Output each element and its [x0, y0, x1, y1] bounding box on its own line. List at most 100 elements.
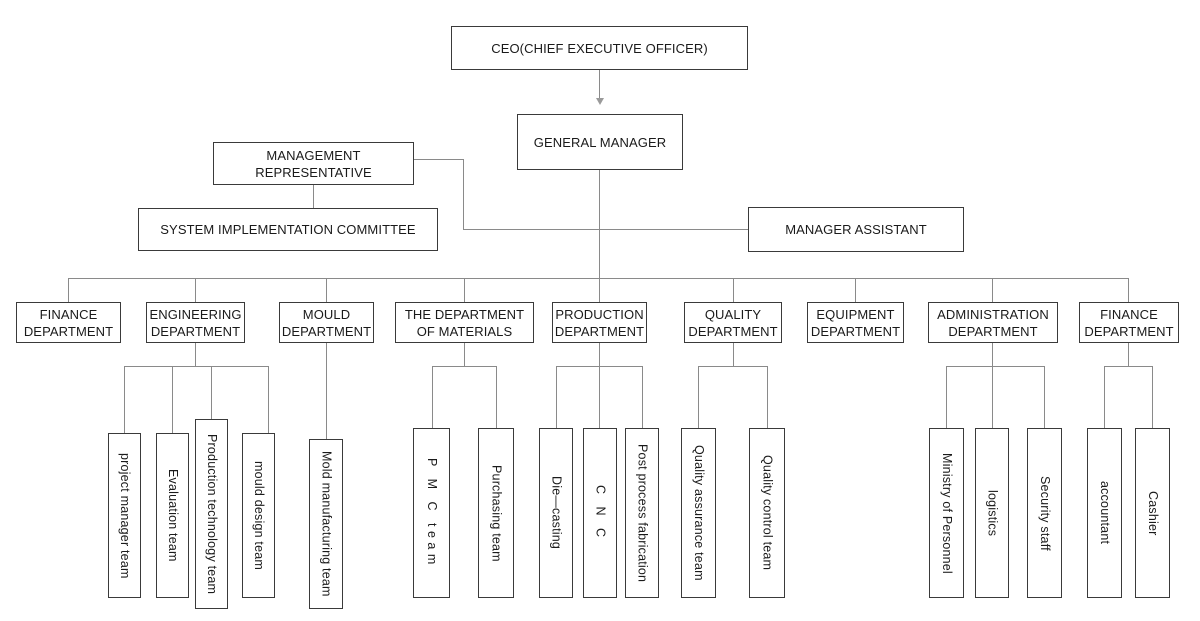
- node-ceo[interactable]: CEO(CHIEF EXECUTIVE OFFICER): [451, 26, 748, 70]
- connector-mgmtrep-elbow: [463, 159, 464, 230]
- node-department-quality-label: QUALITY DEPARTMENT: [688, 306, 778, 339]
- node-team-production-technology-team-label: Production technology team: [205, 433, 219, 595]
- node-team-purchasing-team-label: Purchasing team: [489, 464, 504, 562]
- node-system-implementation-committee[interactable]: SYSTEM IMPLEMENTATION COMMITTEE: [138, 208, 438, 251]
- drop-quality-assurance-team: [698, 366, 699, 428]
- connector-production-stem: [599, 343, 600, 367]
- node-department-equipment-label: EQUIPMENT DEPARTMENT: [810, 306, 901, 339]
- node-team-logistics-label: logistics: [985, 489, 1000, 537]
- node-department-administration[interactable]: ADMINISTRATION DEPARTMENT: [928, 302, 1058, 343]
- node-team-logistics[interactable]: logistics: [975, 428, 1009, 598]
- drop-finance-right: [1128, 278, 1129, 302]
- node-department-mould[interactable]: MOULD DEPARTMENT: [279, 302, 374, 343]
- node-manager-assistant-label: MANAGER ASSISTANT: [785, 222, 927, 237]
- node-team-evaluation-team[interactable]: Evaluation team: [156, 433, 189, 598]
- node-team-security-staff[interactable]: Security staff: [1027, 428, 1062, 598]
- connector-engineering-bus: [124, 366, 269, 367]
- drop-materials: [464, 278, 465, 302]
- node-team-project-manager-team[interactable]: project manager team: [108, 433, 141, 598]
- drop-production-technology-team: [211, 366, 212, 419]
- drop-cnc: [599, 366, 600, 428]
- connector-finance-right-bus: [1104, 366, 1153, 367]
- node-department-finance-left[interactable]: FINANCE DEPARTMENT: [16, 302, 121, 343]
- node-department-mould-label: MOULD DEPARTMENT: [281, 306, 372, 339]
- node-department-quality[interactable]: QUALITY DEPARTMENT: [684, 302, 782, 343]
- node-department-equipment[interactable]: EQUIPMENT DEPARTMENT: [807, 302, 904, 343]
- node-department-finance-right-label: FINANCE DEPARTMENT: [1084, 306, 1174, 339]
- node-team-pmc-team-label: P M C team: [425, 457, 439, 569]
- node-team-mold-manufacturing-team-label: Mold manufacturing team: [319, 451, 334, 597]
- node-team-die-casting[interactable]: Die—casting: [539, 428, 573, 598]
- node-department-materials-label: THE DEPARTMENT OF MATERIALS: [404, 306, 525, 339]
- node-team-pmc-team[interactable]: P M C team: [413, 428, 450, 598]
- drop-equipment: [855, 278, 856, 302]
- node-department-finance-left-label: FINANCE DEPARTMENT: [23, 306, 114, 339]
- drop-mould: [326, 278, 327, 302]
- connector-administration-stem: [992, 343, 993, 367]
- drop-project-manager-team: [124, 366, 125, 433]
- node-department-engineering-label: ENGINEERING DEPARTMENT: [149, 306, 242, 339]
- drop-mould-design-team: [268, 366, 269, 433]
- node-team-ministry-of-personnel-label: Ministry of Personnel: [940, 452, 954, 574]
- drop-engineering: [195, 278, 196, 302]
- node-team-post-process-fabrication[interactable]: Post process fabrication: [625, 428, 659, 598]
- node-system-implementation-committee-label: SYSTEM IMPLEMENTATION COMMITTEE: [160, 222, 416, 237]
- connector-mgmtrep-right: [414, 159, 464, 160]
- drop-cashier: [1152, 366, 1153, 428]
- node-management-representative-label: MANAGEMENT REPRESENTATIVE: [255, 147, 372, 180]
- node-manager-assistant[interactable]: MANAGER ASSISTANT: [748, 207, 964, 252]
- connector-administration-bus: [946, 366, 1045, 367]
- node-team-quality-assurance-team-label: Quality assurance team: [692, 445, 706, 581]
- node-team-security-staff-label: Security staff: [1038, 475, 1052, 551]
- connector-mould-to-child: [326, 343, 327, 439]
- drop-accountant: [1104, 366, 1105, 428]
- node-team-production-technology-team[interactable]: Production technology team: [195, 419, 228, 609]
- node-team-cnc[interactable]: C N C: [583, 428, 617, 598]
- node-ceo-label: CEO(CHIEF EXECUTIVE OFFICER): [491, 40, 708, 56]
- node-team-purchasing-team[interactable]: Purchasing team: [478, 428, 514, 598]
- node-general-manager-label: GENERAL MANAGER: [533, 134, 667, 150]
- node-team-cashier[interactable]: Cashier: [1135, 428, 1170, 598]
- node-department-finance-right[interactable]: FINANCE DEPARTMENT: [1079, 302, 1179, 343]
- connector-mgmtrep-to-committee: [313, 185, 314, 208]
- drop-finance-left: [68, 278, 69, 302]
- connector-finance-right-stem: [1128, 343, 1129, 367]
- connector-quality-stem: [733, 343, 734, 367]
- connector-materials-bus: [432, 366, 496, 367]
- node-team-evaluation-team-label: Evaluation team: [166, 469, 180, 562]
- node-department-production-label: PRODUCTION DEPARTMENT: [554, 306, 645, 339]
- arrow-down-icon: [596, 98, 604, 105]
- node-general-manager[interactable]: GENERAL MANAGER: [517, 114, 683, 170]
- node-team-quality-assurance-team[interactable]: Quality assurance team: [681, 428, 716, 598]
- node-team-mould-design-team-label: mould design team: [252, 460, 266, 570]
- node-department-materials[interactable]: THE DEPARTMENT OF MATERIALS: [395, 302, 534, 343]
- node-team-post-process-fabrication-label: Post process fabrication: [635, 443, 650, 583]
- node-team-quality-control-team-label: Quality control team: [760, 455, 775, 571]
- connector-engineering-stem: [195, 343, 196, 367]
- node-department-production[interactable]: PRODUCTION DEPARTMENT: [552, 302, 647, 343]
- drop-evaluation-team: [172, 366, 173, 433]
- drop-purchasing-team: [496, 366, 497, 428]
- connector-to-manager-assistant: [463, 229, 748, 230]
- node-team-mould-design-team[interactable]: mould design team: [242, 433, 275, 598]
- drop-post-process-fabrication: [642, 366, 643, 428]
- node-team-accountant-label: accountant: [1098, 481, 1112, 545]
- connector-gm-to-bus: [599, 170, 600, 278]
- node-management-representative[interactable]: MANAGEMENT REPRESENTATIVE: [213, 142, 414, 185]
- node-team-ministry-of-personnel[interactable]: Ministry of Personnel: [929, 428, 964, 598]
- node-department-engineering[interactable]: ENGINEERING DEPARTMENT: [146, 302, 245, 343]
- drop-ministry-of-personnel: [946, 366, 947, 428]
- drop-administration: [992, 278, 993, 302]
- drop-production: [599, 278, 600, 302]
- connector-ceo-to-gm: [599, 70, 600, 100]
- node-team-quality-control-team[interactable]: Quality control team: [749, 428, 785, 598]
- drop-pmc-team: [432, 366, 433, 428]
- node-team-accountant[interactable]: accountant: [1087, 428, 1122, 598]
- node-team-project-manager-team-label: project manager team: [118, 452, 132, 579]
- connector-quality-bus: [698, 366, 768, 367]
- node-team-die-casting-label: Die—casting: [549, 476, 564, 550]
- connector-materials-stem: [464, 343, 465, 367]
- node-team-mold-manufacturing-team[interactable]: Mold manufacturing team: [309, 439, 343, 609]
- drop-quality-control-team: [767, 366, 768, 428]
